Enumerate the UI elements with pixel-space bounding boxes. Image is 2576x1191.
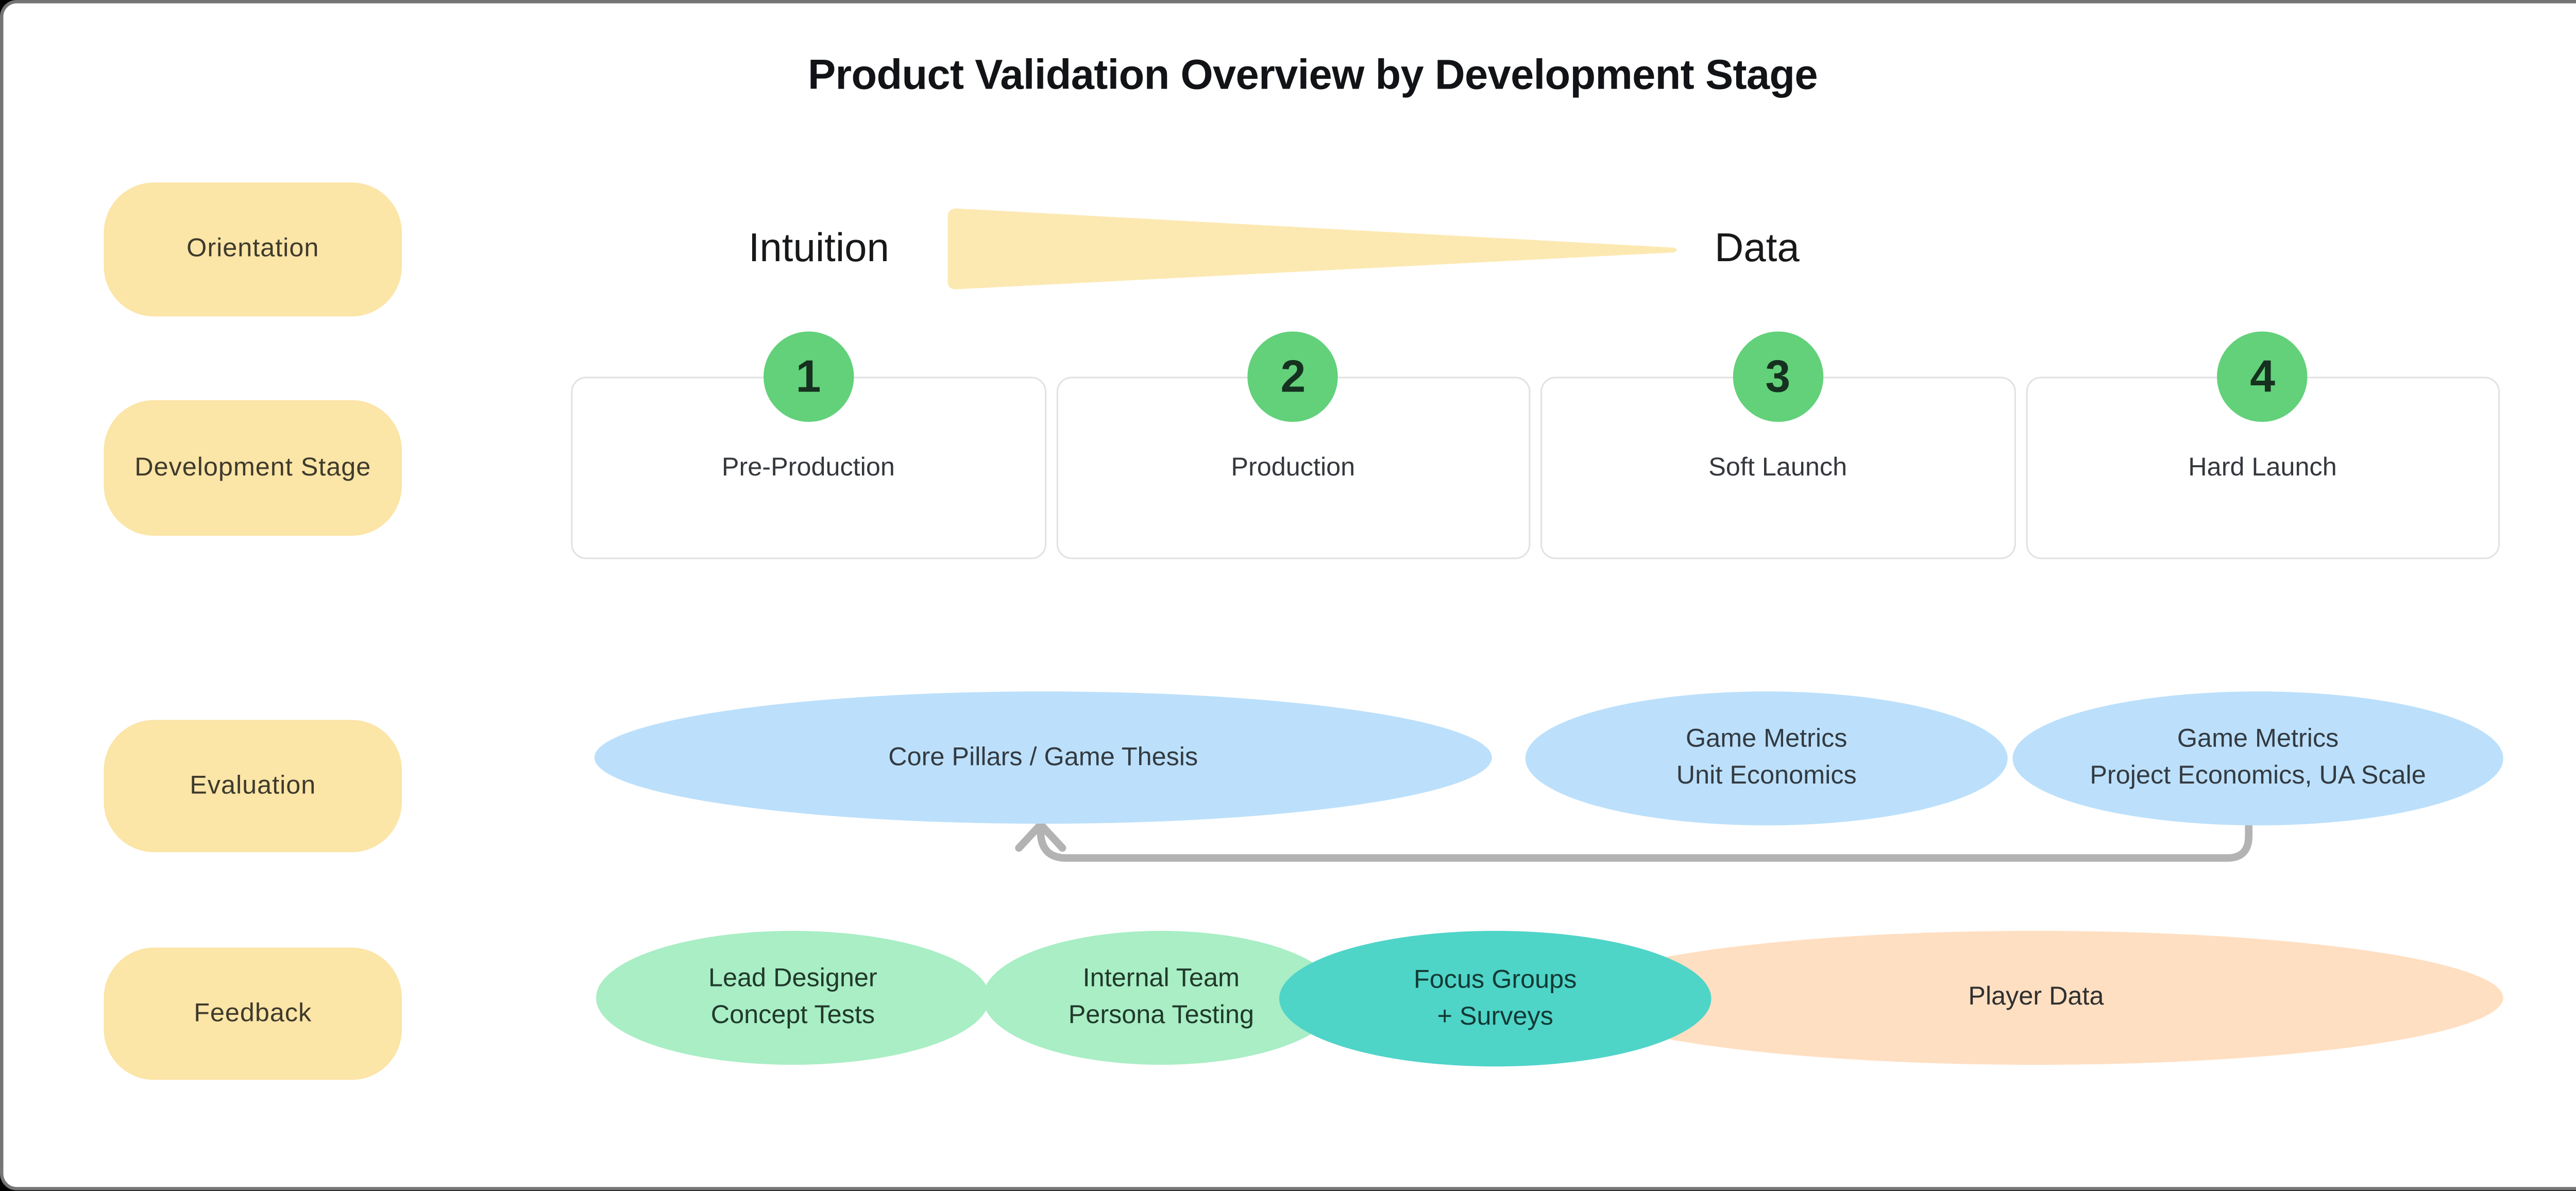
ellipse-line: Game Metrics [2177,725,2339,754]
development-stage-row: Pre-Production Production Soft Launch Ha… [571,377,2500,559]
row-label-evaluation: Evaluation [104,720,402,853]
ellipse-line: Core Pillars / Game Thesis [888,742,1198,771]
feedback-ellipse-lead-designer: Lead Designer Concept Tests [596,931,990,1065]
stage-box-label: Pre-Production [721,453,895,482]
row-label-development-stage-text: Development Stage [134,453,371,482]
stage-box-label: Production [1231,453,1355,482]
stage-number-badge-1: 1 [763,331,854,422]
ellipse-line: + Surveys [1437,1002,1553,1031]
feedback-ellipse-player-data: Player Data [1569,931,2503,1065]
row-label-feedback: Feedback [104,947,402,1080]
row-label-orientation: Orientation [104,182,402,317]
stage-number: 2 [1280,350,1306,401]
ellipse-line: Concept Tests [710,1001,875,1030]
feedback-ellipse-focus-groups: Focus Groups + Surveys [1279,931,1711,1067]
evaluation-ellipse-unit-economics: Game Metrics Unit Economics [1525,691,2008,826]
evaluation-ellipse-project-economics: Game Metrics Project Economics, UA Scale [2012,691,2503,826]
ellipse-line: Project Economics, UA Scale [2090,761,2426,790]
ellipse-line: Player Data [1968,982,2104,1011]
stage-box-label: Soft Launch [1708,453,1848,482]
stage-box-label: Hard Launch [2188,453,2337,482]
row-label-evaluation-text: Evaluation [190,771,316,799]
stage-number: 4 [2250,350,2276,401]
row-label-development-stage: Development Stage [104,400,402,536]
ellipse-line: Focus Groups [1414,965,1577,994]
ellipse-line: Game Metrics [1685,725,1848,754]
orientation-left-label: Intuition [748,226,889,271]
ellipse-line: Persona Testing [1068,1001,1255,1030]
ellipse-line: Internal Team [1082,964,1240,993]
stage-number-badge-3: 3 [1733,331,1823,422]
stage-number-badge-2: 2 [1248,331,1338,422]
orientation-right-label: Data [1715,226,1800,271]
ellipse-line: Lead Designer [708,964,877,993]
stage-number: 1 [795,350,821,401]
row-label-orientation-text: Orientation [187,234,319,263]
evaluation-ellipse-core-pillars: Core Pillars / Game Thesis [594,691,1492,824]
stage-number: 3 [1765,350,1791,401]
row-label-feedback-text: Feedback [194,998,312,1027]
stage-number-badge-4: 4 [2217,331,2308,422]
page-title: Product Validation Overview by Developme… [807,52,1818,99]
ellipse-line: Unit Economics [1676,761,1857,790]
